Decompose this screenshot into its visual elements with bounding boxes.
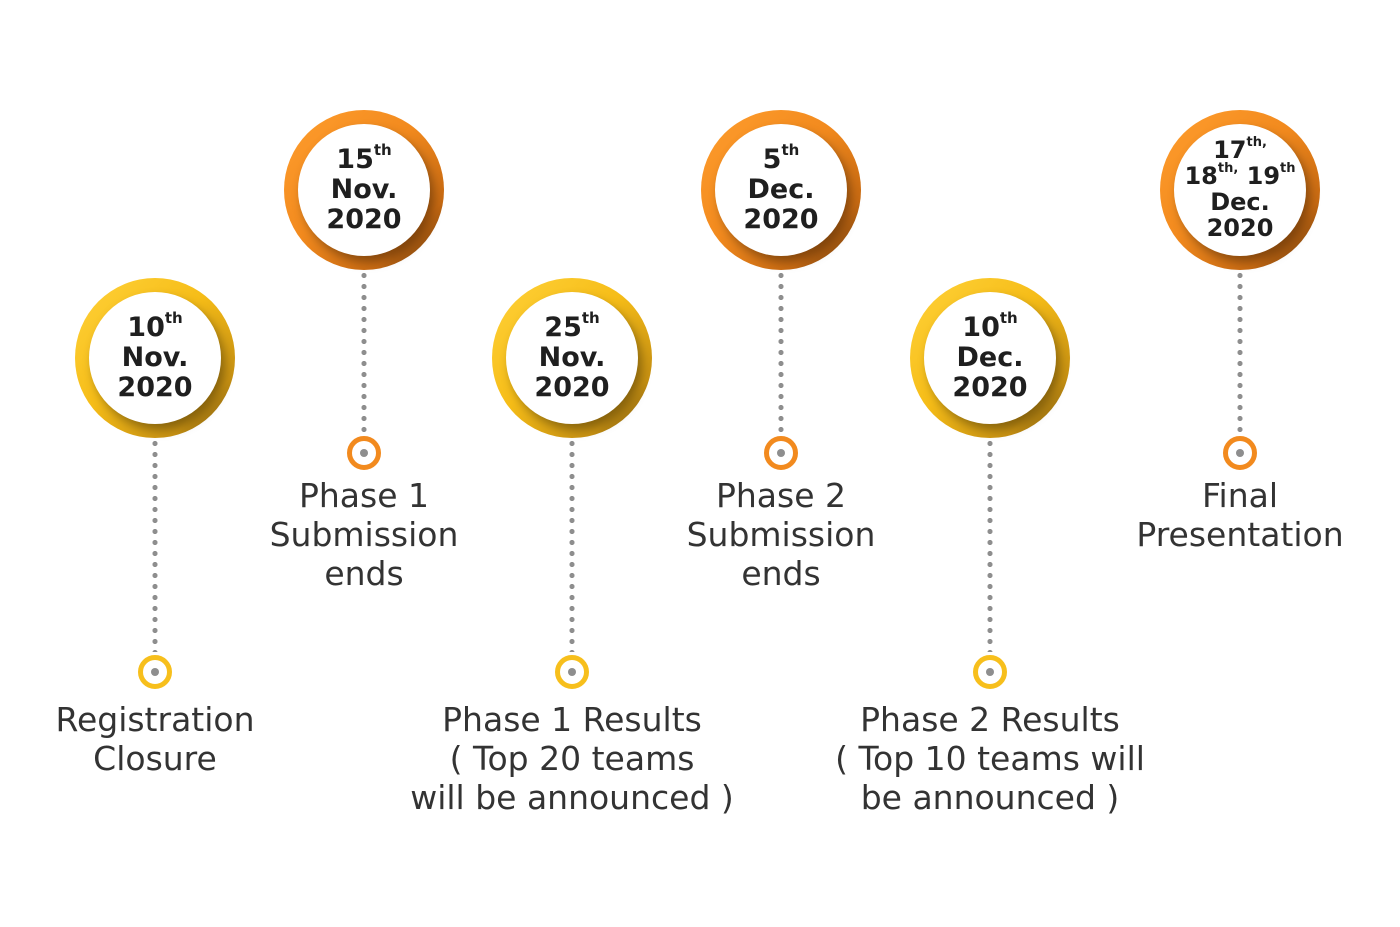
date-day: 25th (544, 308, 600, 343)
date-badge: 10th Dec. 2020 (924, 292, 1056, 424)
dotted-connector (987, 438, 993, 652)
marker-dot (986, 668, 994, 676)
date-day: 17th, (1213, 135, 1267, 165)
date-ring: 10th Dec. 2020 (910, 278, 1070, 438)
date-day: 5th (762, 140, 800, 175)
date-year: 2020 (117, 372, 193, 404)
dotted-connector (569, 438, 575, 652)
marker-dot (568, 668, 576, 676)
date-month: Nov. (330, 173, 398, 205)
date-year: 2020 (1206, 213, 1274, 242)
date-year: 2020 (326, 204, 402, 236)
date-badge: 17th, 18th, 19th Dec. 2020 (1174, 124, 1306, 256)
date-day: 10th (962, 308, 1018, 343)
date-ring: 5th Dec. 2020 (701, 110, 861, 270)
date-month: Dec. (956, 341, 1024, 373)
milestone-label: Registration Closure (55, 700, 255, 778)
milestone-label: Phase 2 Results ( Top 10 teams will be a… (835, 700, 1145, 817)
date-day: 15th (336, 140, 392, 175)
date-year: 2020 (743, 204, 819, 236)
date-month: Dec. (747, 173, 815, 205)
date-day: 10th (127, 308, 183, 343)
dotted-connector (778, 270, 784, 434)
date-year: 2020 (952, 372, 1028, 404)
milestone-label: Phase 1 Submission ends (269, 476, 459, 593)
date-ring: 10th Nov. 2020 (75, 278, 235, 438)
date-ring: 25th Nov. 2020 (492, 278, 652, 438)
date-month: Dec. (1210, 188, 1270, 216)
marker-dot (360, 449, 368, 457)
marker-dot (151, 668, 159, 676)
date-month: Nov. (538, 341, 606, 373)
timeline-marker (764, 436, 798, 470)
marker-dot (1236, 449, 1244, 457)
date-ring: 17th, 18th, 19th Dec. 2020 (1160, 110, 1320, 270)
timeline-marker (138, 655, 172, 689)
date-badge: 10th Nov. 2020 (89, 292, 221, 424)
dotted-connector (1237, 270, 1243, 434)
date-badge: 25th Nov. 2020 (506, 292, 638, 424)
timeline-marker (555, 655, 589, 689)
date-badge: 5th Dec. 2020 (715, 124, 847, 256)
date-days: 18th, 19th (1184, 161, 1296, 191)
date-month: Nov. (121, 341, 189, 373)
timeline-marker (973, 655, 1007, 689)
dotted-connector (152, 438, 158, 652)
date-ring: 15th Nov. 2020 (284, 110, 444, 270)
milestone-label: Phase 1 Results ( Top 20 teams will be a… (410, 700, 734, 817)
milestone-label: Phase 2 Submission ends (686, 476, 876, 593)
timeline-marker (1223, 436, 1257, 470)
timeline-marker (347, 436, 381, 470)
milestone-label: Final Presentation (1136, 476, 1344, 554)
date-badge: 15th Nov. 2020 (298, 124, 430, 256)
marker-dot (777, 449, 785, 457)
dotted-connector (361, 270, 367, 434)
date-year: 2020 (534, 372, 610, 404)
